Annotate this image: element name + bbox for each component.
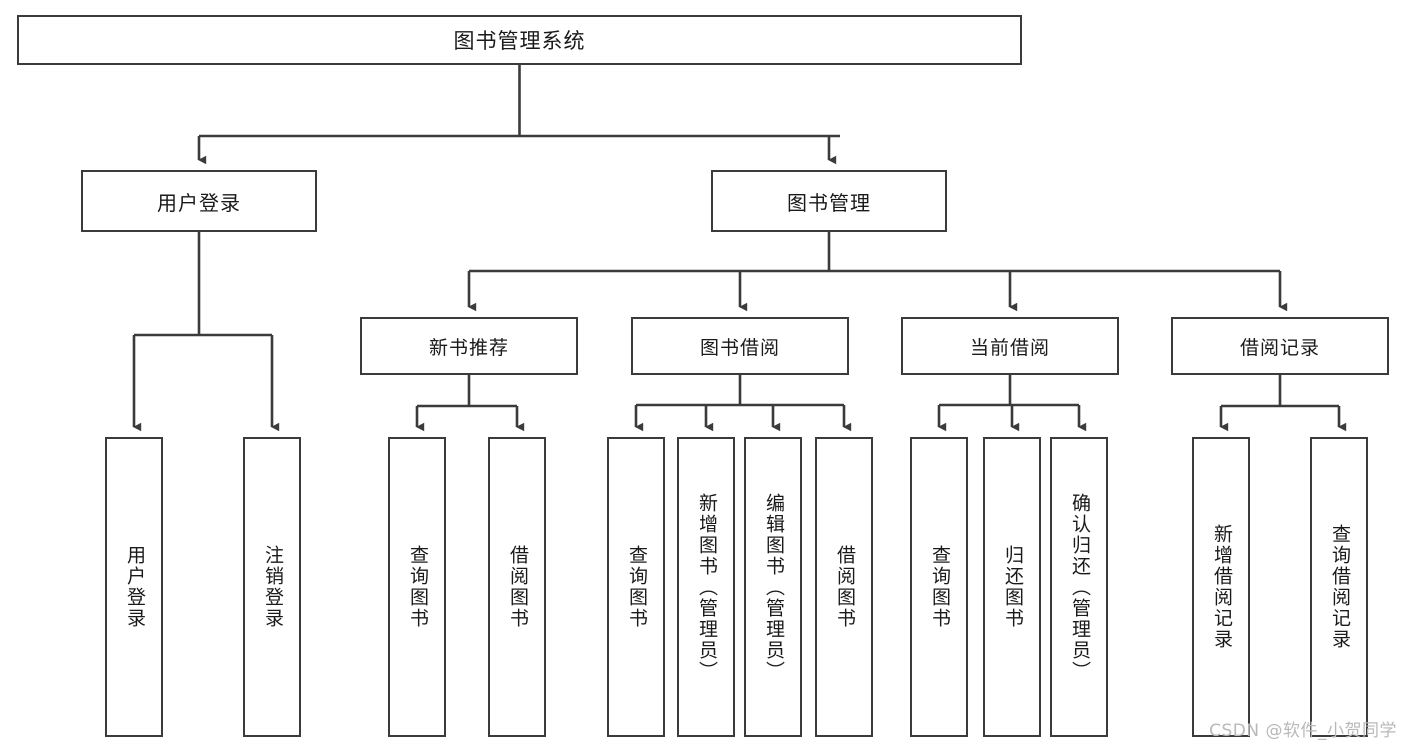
leaf-return-book[interactable]: 归还图书 — [983, 437, 1041, 737]
node-current-borrow[interactable]: 当前借阅 — [901, 317, 1119, 375]
node-label: 查询借阅记录 — [1328, 524, 1351, 650]
node-borrow-record[interactable]: 借阅记录 — [1171, 317, 1389, 375]
leaf-query-borrow-record[interactable]: 查询借阅记录 — [1310, 437, 1368, 737]
node-label: 借阅图书 — [506, 545, 529, 629]
node-label: 图书管理系统 — [453, 29, 586, 53]
node-book-borrow[interactable]: 图书借阅 — [631, 317, 849, 375]
leaf-logout-login[interactable]: 注销登录 — [243, 437, 301, 737]
node-label: 新增借阅记录 — [1210, 524, 1233, 650]
node-root-system[interactable]: 图书管理系统 — [17, 15, 1022, 65]
leaf-query-book-newbook[interactable]: 查询图书 — [388, 437, 446, 737]
node-label: 新书推荐 — [428, 336, 509, 359]
leaf-query-book-borrow[interactable]: 查询图书 — [607, 437, 665, 737]
node-label: 查询图书 — [928, 545, 951, 629]
node-label: 用户登录 — [123, 545, 146, 629]
node-label: 查询图书 — [406, 545, 429, 629]
leaf-confirm-return-admin[interactable]: 确认归还（管理员） — [1050, 437, 1108, 737]
node-label: 新增图书（管理员） — [695, 492, 718, 682]
node-label: 查询图书 — [625, 545, 648, 629]
leaf-query-book-current[interactable]: 查询图书 — [910, 437, 968, 737]
node-label: 注销登录 — [261, 545, 284, 629]
node-label: 图书管理 — [787, 190, 871, 215]
node-label: 借阅记录 — [1239, 336, 1320, 359]
node-book-management[interactable]: 图书管理 — [711, 170, 947, 232]
leaf-edit-book-admin[interactable]: 编辑图书（管理员） — [744, 437, 802, 737]
node-label: 用户登录 — [157, 190, 241, 215]
leaf-user-login[interactable]: 用户登录 — [105, 437, 163, 737]
leaf-add-book-admin[interactable]: 新增图书（管理员） — [677, 437, 735, 737]
leaf-add-borrow-record[interactable]: 新增借阅记录 — [1192, 437, 1250, 737]
node-user-login[interactable]: 用户登录 — [81, 170, 317, 232]
node-label: 确认归还（管理员） — [1068, 492, 1091, 682]
leaf-borrow-book-newbook[interactable]: 借阅图书 — [488, 437, 546, 737]
node-label: 借阅图书 — [833, 545, 856, 629]
node-label: 编辑图书（管理员） — [762, 492, 785, 682]
node-new-book-recommend[interactable]: 新书推荐 — [360, 317, 578, 375]
node-label: 当前借阅 — [969, 336, 1050, 359]
node-label: 图书借阅 — [699, 336, 780, 359]
node-label: 归还图书 — [1001, 545, 1024, 629]
leaf-borrow-book[interactable]: 借阅图书 — [815, 437, 873, 737]
